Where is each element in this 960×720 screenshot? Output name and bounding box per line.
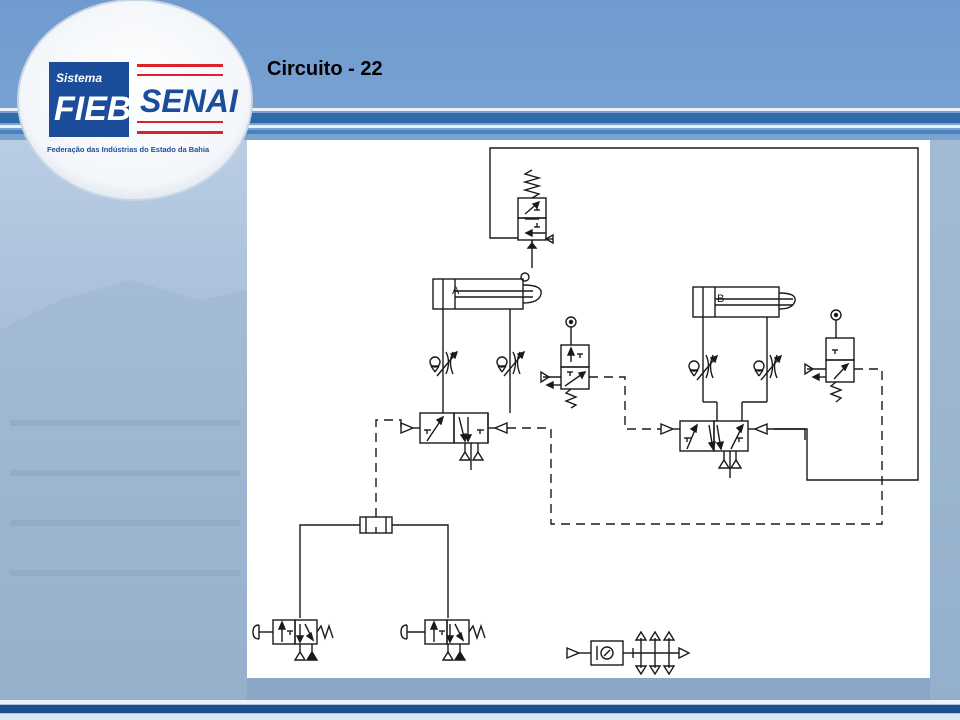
- logo-brand-left: FIEB: [54, 90, 131, 128]
- roller-valve-a1: [517, 169, 554, 282]
- feedback-line-top: [489, 147, 919, 481]
- directional-valve-b: [660, 420, 768, 478]
- pilot-line-a0-to-b: [589, 376, 661, 430]
- logo-subtitle: Federação das Indústrias do Estado da Ba…: [47, 145, 210, 154]
- flow-control-b-right: [753, 354, 783, 402]
- pilot-line-b-right: [767, 428, 806, 440]
- diagram-canvas: [247, 140, 930, 678]
- flow-control-b-left: [688, 354, 719, 402]
- slide-title: Circuito - 22: [267, 58, 383, 80]
- cylinder-a-label: A: [452, 285, 460, 297]
- push-button-valve-right: [400, 619, 486, 661]
- pilot-line-shuttle-to-a: [375, 419, 402, 517]
- logo-top-text: Sistema: [56, 71, 102, 85]
- roller-valve-a0: [540, 316, 590, 409]
- logo-brand-right: SENAI: [140, 83, 239, 119]
- flow-control-a-left: [429, 350, 459, 395]
- roller-valve-b1: [804, 309, 855, 403]
- cylinder-a: [432, 278, 542, 310]
- fieb-block: [49, 62, 129, 137]
- cylinder-b: [692, 286, 796, 318]
- push-button-valve-left: [252, 619, 334, 661]
- air-service-unit: [566, 630, 691, 676]
- pilot-line-b1-to-a: [507, 368, 883, 525]
- pneumatic-circuit-diagram: A B: [247, 140, 930, 678]
- cylinder-b-label: B: [717, 293, 724, 305]
- fieb-senai-logo: Sistema FIEB SENAI Federação das Indústr…: [17, 0, 253, 201]
- flow-control-a-right: [496, 350, 526, 395]
